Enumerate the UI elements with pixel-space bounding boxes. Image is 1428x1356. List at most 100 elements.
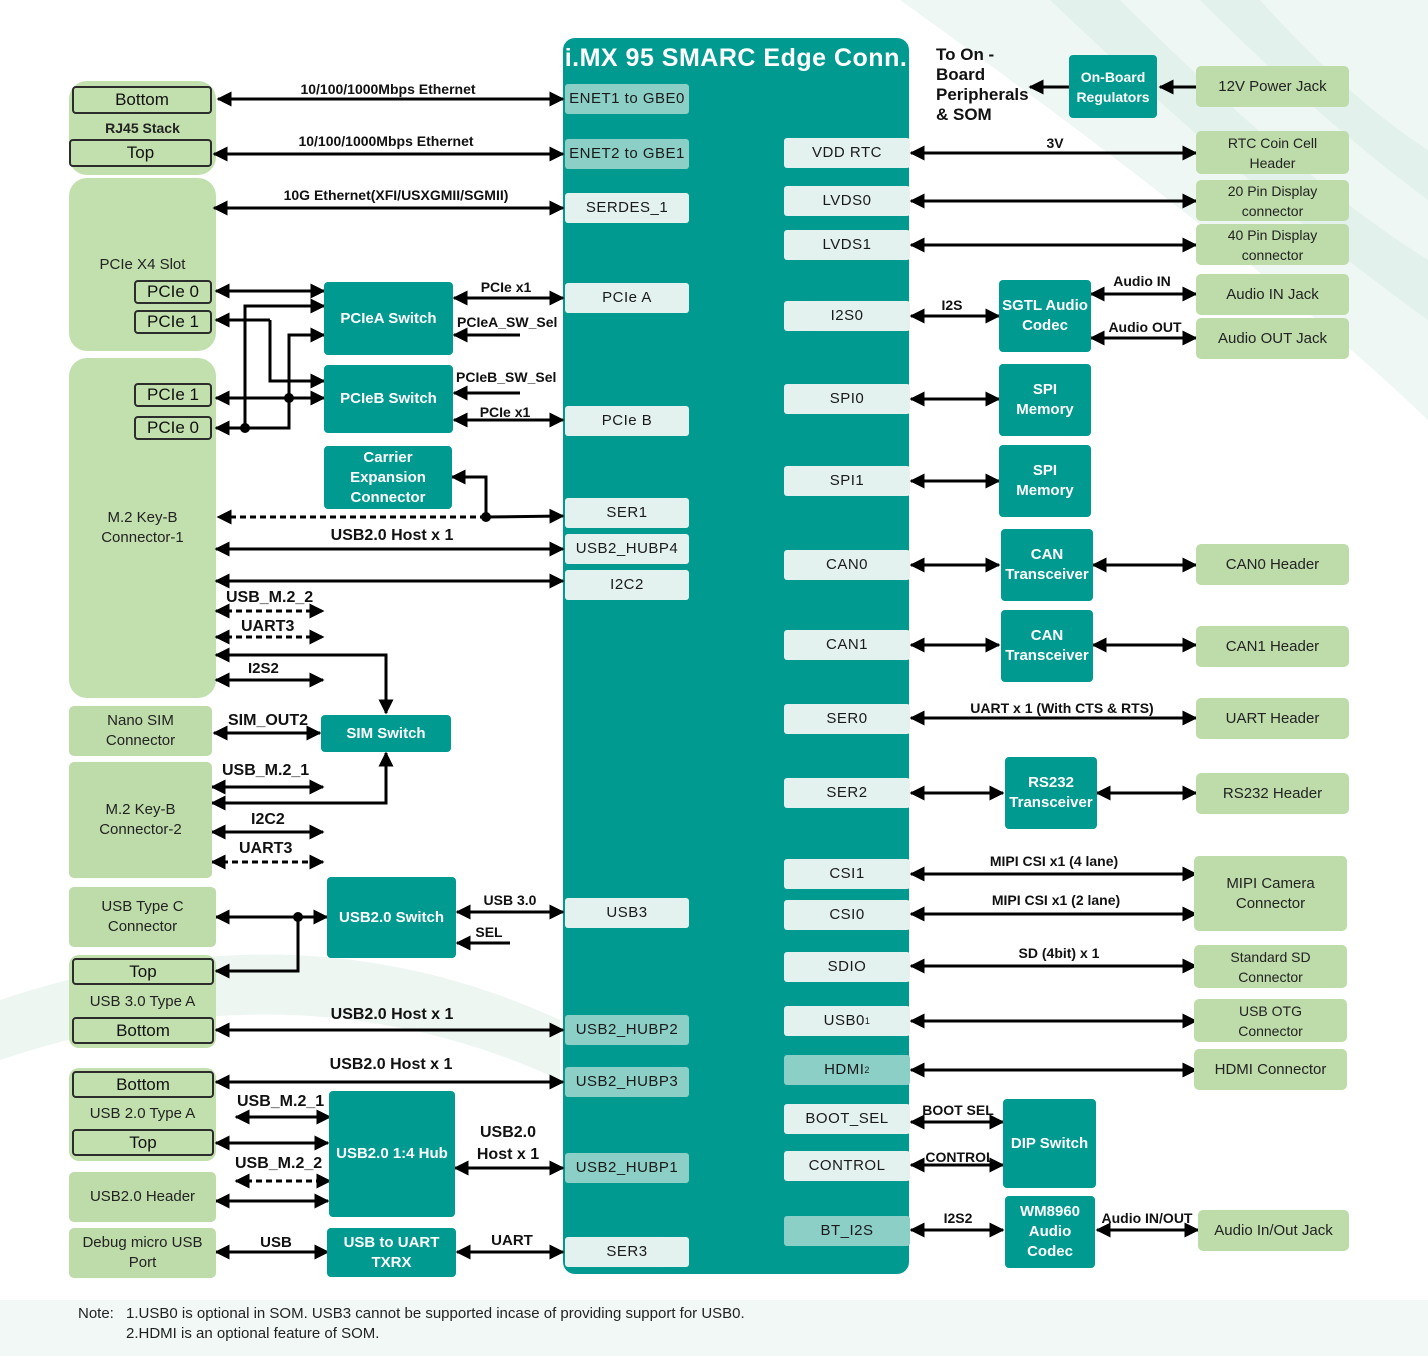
- pad-serdes1: SERDES_1: [565, 193, 689, 223]
- pad-hdmi-note: 2: [864, 1065, 870, 1075]
- pad-spi0: SPI0: [784, 384, 910, 414]
- label-usb-host-hubp2: USB2.0 Host x 1: [330, 1006, 454, 1023]
- pcie-slot-1: PCIe 1: [134, 310, 212, 334]
- label-mipi-2lane: MIPI CSI x1 (2 lane): [991, 892, 1121, 908]
- pad-i2c2: I2C2: [565, 570, 689, 600]
- can-transceiver-0: CAN Transceiver: [1001, 529, 1093, 601]
- pad-ser3: SER3: [565, 1237, 689, 1267]
- pad-csi1: CSI1: [784, 859, 910, 889]
- label-audio-in: Audio IN: [1113, 273, 1171, 289]
- pad-spi1: SPI1: [784, 466, 910, 496]
- usb-to-uart: USB to UART TXRX: [327, 1228, 456, 1277]
- pad-enet1: ENET1 to GBE0: [565, 84, 689, 114]
- m2-key-b-1-label: M.2 Key-B Connector-1: [101, 509, 184, 546]
- usb2-type-a-label: USB 2.0 Type A: [89, 1105, 196, 1122]
- label-usb30: USB 3.0: [483, 892, 537, 908]
- pad-enet2: ENET2 to GBE1: [565, 139, 689, 169]
- sim-switch: SIM Switch: [321, 715, 451, 752]
- label-uart: UART: [491, 1232, 533, 1249]
- nano-sim-connector: Nano SIM Connector: [69, 706, 212, 756]
- pad-vdd-rtc: VDD RTC: [784, 138, 910, 168]
- pad-lvds1: LVDS1: [784, 230, 910, 260]
- pad-i2s0: I2S0: [784, 301, 910, 331]
- note-2: 2.HDMI is an optional feature of SOM.: [126, 1325, 380, 1342]
- pad-lvds0: LVDS0: [784, 186, 910, 216]
- label-mipi-4lane: MIPI CSI x1 (4 lane): [989, 853, 1119, 869]
- m2-key-b-1-group: [69, 358, 216, 698]
- pad-usb0-label: USB0: [823, 1012, 865, 1029]
- label-i2s: I2S: [941, 297, 963, 313]
- label-uart-x1: UART x 1 (With CTS & RTS): [970, 700, 1154, 716]
- pad-ser2: SER2: [784, 778, 910, 808]
- usb-type-c-connector: USB Type C Connector: [69, 887, 216, 947]
- usb2-header: USB2.0 Header: [69, 1172, 216, 1222]
- label-control: CONTROL: [925, 1149, 995, 1165]
- pad-usb0-note: 1: [864, 1016, 871, 1026]
- dip-switch: DIP Switch: [1003, 1099, 1096, 1188]
- label-usb-m2-2-b: USB_M.2_2: [235, 1155, 323, 1172]
- can1-header: CAN1 Header: [1196, 626, 1349, 667]
- pad-usb2-hubp4: USB2_HUBP4: [565, 534, 689, 564]
- label-uart3-a: UART3: [241, 618, 295, 635]
- pcie-a-switch: PCIeA Switch: [324, 282, 453, 355]
- onboard-regulators: On-Board Regulators: [1069, 55, 1157, 118]
- power-jack: 12V Power Jack: [1196, 66, 1349, 107]
- pad-usb2-hubp2: USB2_HUBP2: [565, 1015, 689, 1045]
- pad-csi0: CSI0: [784, 900, 910, 930]
- label-usb: USB: [260, 1234, 292, 1251]
- label-usb-host-m2: USB2.0 Host x 1: [330, 527, 454, 544]
- label-eth-1g-b: 10/100/1000Mbps Ethernet: [298, 133, 474, 149]
- label-pcie-x1-b: PCIe x1: [479, 404, 531, 420]
- pad-can1: CAN1: [784, 630, 910, 660]
- label-usb20-host-hub: USB2.0 Host x 1: [476, 1124, 540, 1163]
- pad-ser1: SER1: [565, 498, 689, 528]
- label-sel: SEL: [475, 924, 503, 940]
- rj45-top-port: Top: [69, 139, 212, 167]
- label-usb-host-hubp3: USB2.0 Host x 1: [329, 1056, 453, 1073]
- label-eth-10g: 10G Ethernet(XFI/USXGMII/SGMII): [283, 187, 509, 203]
- spi-memory-0: SPI Memory: [999, 364, 1091, 436]
- rtc-coin-cell-header: RTC Coin Cell Header: [1196, 131, 1349, 174]
- can0-header: CAN0 Header: [1196, 544, 1349, 585]
- note-label: Note:: [78, 1305, 114, 1322]
- pad-usb2-hubp1: USB2_HUBP1: [565, 1153, 689, 1183]
- label-usb-m2-2-a: USB_M.2_2: [226, 589, 314, 606]
- label-usb-m2-1-a: USB_M.2_1: [222, 762, 310, 779]
- pad-can0: CAN0: [784, 550, 910, 580]
- pad-ser0: SER0: [784, 704, 910, 734]
- rj45-stack-label: RJ45 Stack: [105, 120, 180, 136]
- sgtl-audio-codec: SGTL Audio Codec: [999, 280, 1091, 352]
- hdmi-connector: HDMI Connector: [1194, 1049, 1347, 1090]
- can-transceiver-1: CAN Transceiver: [1001, 610, 1093, 682]
- m2-pcie-1: PCIe 1: [134, 383, 212, 407]
- audio-in-jack: Audio IN Jack: [1196, 274, 1349, 315]
- label-pcieb-sw-sel: PCIeB_SW_Sel: [456, 369, 557, 385]
- pcie-slot-0: PCIe 0: [134, 280, 212, 304]
- label-boot-sel: BOOT SEL: [922, 1102, 994, 1118]
- m2-pcie-0: PCIe 0: [134, 416, 212, 440]
- usb3-type-a-label: USB 3.0 Type A: [89, 993, 196, 1010]
- carrier-expansion-connector: Carrier Expansion Connector: [324, 446, 452, 509]
- label-sd-4bit: SD (4bit) x 1: [1018, 945, 1100, 961]
- debug-micro-usb-port: Debug micro USB Port: [69, 1228, 216, 1278]
- soc-title: i.MX 95 SMARC Edge Conn.: [564, 44, 908, 72]
- audio-inout-jack: Audio In/Out Jack: [1198, 1210, 1349, 1251]
- usb-otg-connector: USB OTG Connector: [1194, 999, 1347, 1042]
- rj45-bottom-port: Bottom: [72, 86, 212, 114]
- rs232-transceiver: RS232 Transceiver: [1005, 757, 1097, 829]
- usb3-top-port: Top: [72, 958, 214, 985]
- pad-pcie-a: PCIe A: [565, 283, 689, 313]
- label-sim-out2: SIM_OUT2: [228, 712, 309, 729]
- standard-sd-connector: Standard SD Connector: [1194, 945, 1347, 988]
- pad-usb3: USB3: [565, 898, 689, 928]
- rs232-header: RS232 Header: [1196, 773, 1349, 814]
- label-i2s2-m2: I2S2: [248, 660, 279, 677]
- wm8960-audio-codec: WM8960 Audio Codec: [1005, 1196, 1095, 1268]
- label-i2s2: I2S2: [943, 1210, 973, 1226]
- label-i2c2-b: I2C2: [251, 811, 285, 828]
- label-3v: 3V: [1046, 135, 1064, 151]
- pad-usb2-hubp3: USB2_HUBP3: [565, 1067, 689, 1097]
